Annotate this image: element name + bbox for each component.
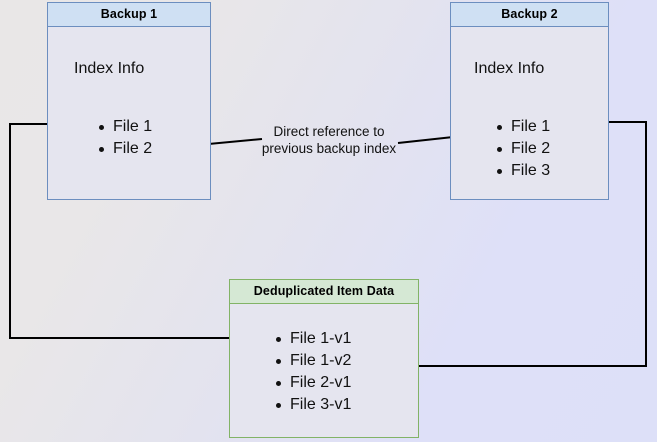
node-dedup-header: Deduplicated Item Data xyxy=(230,280,418,304)
list-item: File 2 xyxy=(495,138,550,160)
node-dedup-file-list: File 1-v1 File 1-v2 File 2-v1 File 3-v1 xyxy=(274,328,351,416)
node-backup1[interactable]: Backup 1 Index Info File 1 File 2 xyxy=(47,2,211,200)
list-item: File 3 xyxy=(495,160,550,182)
list-item: File 3-v1 xyxy=(274,394,351,416)
node-deduplicated-item-data[interactable]: Deduplicated Item Data File 1-v1 File 1-… xyxy=(229,279,419,438)
edge-label-direct-reference: Direct reference to previous backup inde… xyxy=(249,123,409,157)
list-item: File 1 xyxy=(97,116,152,138)
node-backup1-header: Backup 1 xyxy=(48,3,210,27)
list-item: File 1-v1 xyxy=(274,328,351,350)
node-backup2-header: Backup 2 xyxy=(451,3,608,27)
node-backup2-index-info-label: Index Info xyxy=(474,60,545,77)
node-backup2[interactable]: Backup 2 Index Info File 1 File 2 File 3 xyxy=(450,2,609,200)
node-backup2-file-list: File 1 File 2 File 3 xyxy=(495,116,550,182)
node-dedup-body: File 1-v1 File 1-v2 File 2-v1 File 3-v1 xyxy=(230,304,418,437)
node-backup1-file-list: File 1 File 2 xyxy=(97,116,152,160)
list-item: File 1-v2 xyxy=(274,350,351,372)
list-item: File 1 xyxy=(495,116,550,138)
edge-label-line2: previous backup index xyxy=(261,141,397,156)
edge-label-line1: Direct reference to xyxy=(273,124,385,139)
node-backup2-body: Index Info File 1 File 2 File 3 xyxy=(451,27,608,199)
node-backup1-index-info-label: Index Info xyxy=(74,60,145,77)
node-backup1-body: Index Info File 1 File 2 xyxy=(48,27,210,199)
list-item: File 2 xyxy=(97,138,152,160)
list-item: File 2-v1 xyxy=(274,372,351,394)
